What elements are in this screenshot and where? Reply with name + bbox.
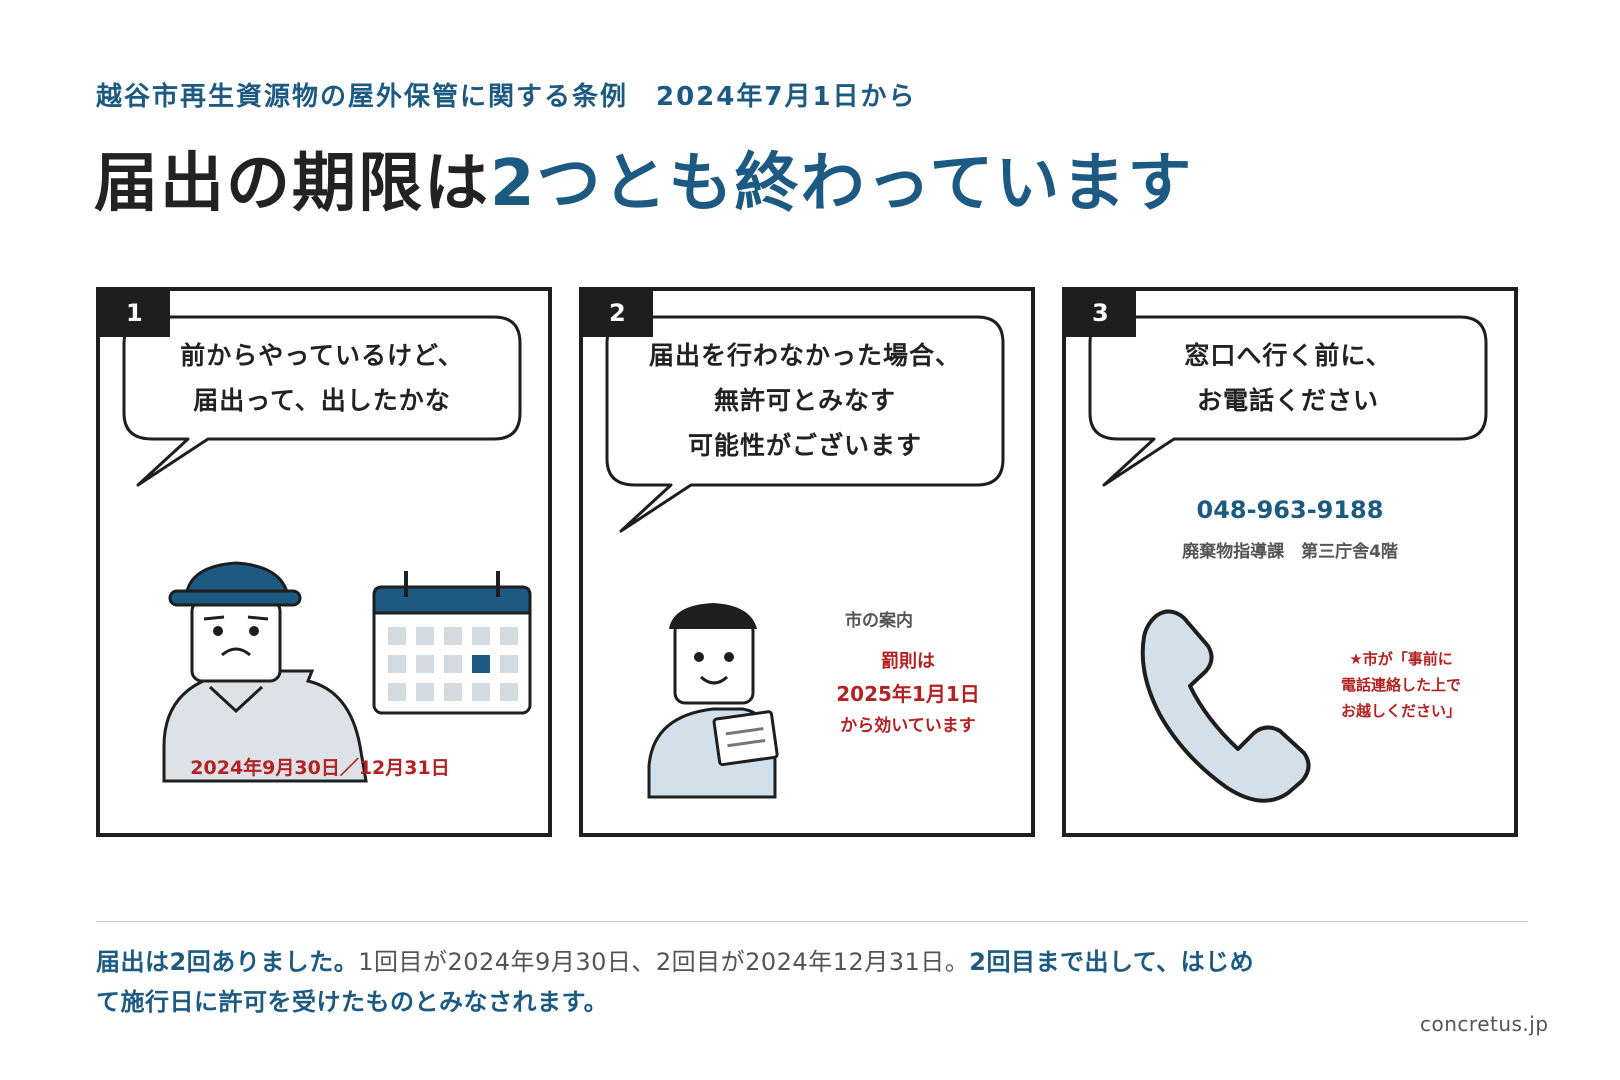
- page-subtitle: 越谷市再生資源物の屋外保管に関する条例 2024年7月1日から: [96, 82, 917, 112]
- deadline-dates: 2024年9月30日／12月31日: [190, 757, 450, 779]
- worried-man-illustration: [162, 561, 368, 783]
- summary-strong: 届出は2回ありました。: [96, 948, 359, 976]
- divider: [96, 921, 1528, 922]
- penalty-line: 罰則は: [881, 651, 935, 672]
- panel-3: 3 窓口へ行く前に、 お電話ください 048-963-9188 廃棄物指導課 第…: [1062, 287, 1518, 837]
- site-credit: concretus.jp: [1420, 1012, 1549, 1036]
- phone-number: 048-963-9188: [1196, 496, 1384, 524]
- phone-icon: [1140, 609, 1311, 803]
- panel-1: 1 前からやっているけど、 届出って、出したかな 2024年9月30日／12月3…: [96, 287, 552, 837]
- bubble-text: 届出を行わなかった場合、 無許可とみなす 可能性がございます: [607, 333, 1003, 468]
- page-title: 届出の期限は2つとも終わっています: [94, 132, 1193, 224]
- title-prefix: 届出の期限は: [94, 147, 490, 221]
- summary-strong: 2回目まで出して、はじめて施行日に許可を受けたものとみなされます。: [96, 948, 1255, 1016]
- summary-text: 届出は2回ありました。1回目が2024年9月30日、2回目が2024年12月31…: [96, 942, 1276, 1022]
- bubble-line: お電話ください: [1196, 386, 1379, 415]
- note-line: ★市が「事前に: [1349, 650, 1453, 668]
- bubble-line: 届出を行わなかった場合、: [648, 341, 961, 370]
- panel-number: 1: [100, 291, 170, 337]
- bubble-line: 無許可とみなす: [713, 386, 896, 415]
- bubble-line: 届出って、出したかな: [193, 386, 451, 415]
- note-line: 電話連絡した上で: [1340, 676, 1461, 694]
- bubble-line: 可能性がございます: [687, 431, 922, 460]
- calendar-icon: [372, 571, 532, 715]
- panel-number: 3: [1066, 291, 1136, 337]
- panel-2: 2 届出を行わなかった場合、 無許可とみなす 可能性がございます 市の案内 罰則…: [579, 287, 1035, 837]
- city-request-note: ★市が「事前に 電話連絡した上で お越しください」: [1321, 646, 1481, 724]
- office-location: 廃棄物指導課 第三庁舎4階: [1182, 542, 1398, 562]
- penalty-note: 罰則は 2025年1月1日 から効いています: [823, 646, 993, 742]
- man-with-document-illustration: [647, 603, 779, 799]
- penalty-line: から効いています: [840, 716, 976, 736]
- bubble-line: 前からやっているけど、: [180, 341, 464, 370]
- bubble-text: 窓口へ行く前に、 お電話ください: [1090, 333, 1486, 423]
- title-accent: 2つとも終わっています: [490, 147, 1194, 221]
- penalty-date: 2025年1月1日: [836, 682, 980, 706]
- note-line: お越しください」: [1340, 702, 1461, 720]
- summary-light: 1回目が2024年9月30日、2回目が2024年12月31日。: [358, 948, 970, 976]
- doc-label: 市の案内: [845, 611, 913, 631]
- bubble-line: 窓口へ行く前に、: [1184, 341, 1392, 370]
- panel-number: 2: [583, 291, 653, 337]
- bubble-text: 前からやっているけど、 届出って、出したかな: [124, 333, 520, 423]
